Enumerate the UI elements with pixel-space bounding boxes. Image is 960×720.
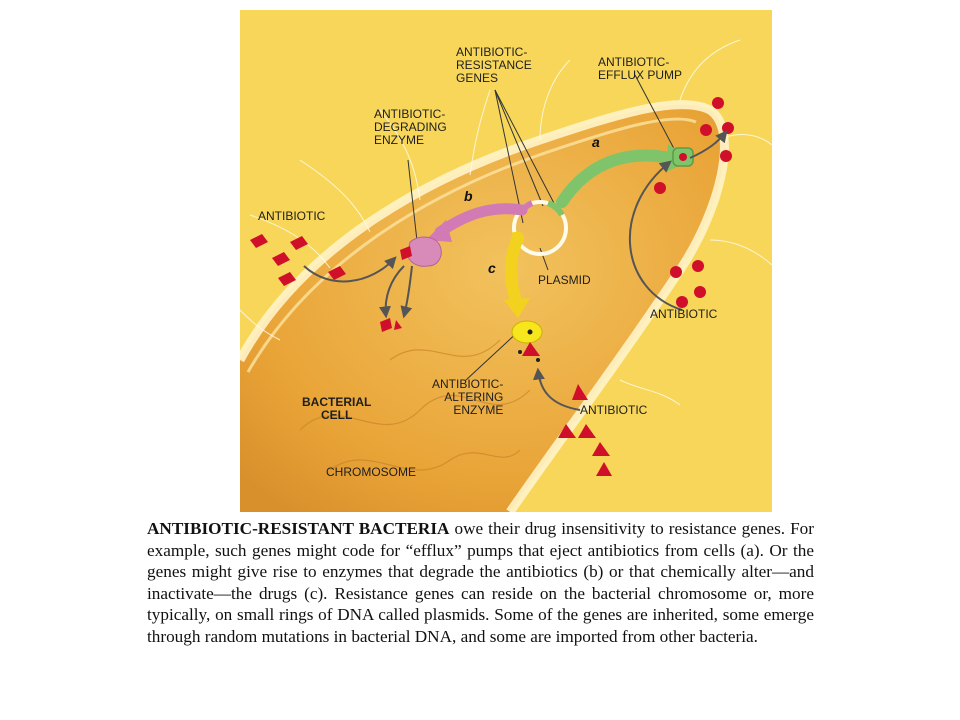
arrow-a — [556, 149, 676, 208]
altering-enzyme-dot — [527, 329, 533, 335]
letter-a: a — [592, 134, 600, 150]
plasmid-gene-a — [546, 200, 565, 217]
pointer-lines — [407, 74, 681, 381]
label-antibiotic-left: ANTIBIOTIC — [258, 209, 326, 223]
bacterial-cell-body — [240, 104, 725, 512]
degrading-antibiotic — [400, 246, 412, 260]
degrading-enzyme-icon — [407, 236, 442, 267]
label-resistance-genes: ANTIBIOTIC- RESISTANCE GENES — [456, 45, 532, 85]
label-altering-enzyme: ANTIBIOTIC- ALTERING ENZYME — [432, 377, 504, 417]
label-bacterial-cell: BACTERIAL CELL — [302, 395, 372, 422]
degraded-fragments — [380, 318, 402, 332]
efflux-antibiotic-dot — [679, 153, 687, 161]
antibiotic-molecules-bottom — [558, 384, 612, 476]
letter-b: b — [464, 188, 473, 204]
pathway-arrows — [303, 130, 728, 411]
arrow-b-head — [426, 220, 452, 242]
plasmid-ring — [512, 200, 568, 256]
label-degrading-enzyme: ANTIBIOTIC- DEGRADING ENZYME — [374, 107, 447, 147]
arrow-c — [505, 232, 524, 308]
label-chromosome: CHROMOSOME — [326, 465, 416, 479]
caption-body: owe their drug insensitivity to resistan… — [147, 519, 814, 646]
altering-enzyme-icon — [511, 320, 543, 344]
cell-membrane-inner — [246, 117, 697, 373]
antibiotic-molecules-left — [250, 234, 346, 286]
diagram-artwork — [240, 39, 772, 512]
label-antibiotic-bottom: ANTIBIOTIC — [580, 403, 648, 417]
arrow-c-head — [504, 298, 530, 318]
caption-lead: ANTIBIOTIC-RESISTANT BACTERIA — [147, 519, 450, 538]
cell-membrane — [240, 100, 729, 512]
label-antibiotic-right: ANTIBIOTIC — [650, 307, 718, 321]
label-efflux-pump: ANTIBIOTIC- EFFLUX PUMP — [598, 55, 683, 82]
altered-antibiotic — [522, 342, 540, 356]
letter-c: c — [488, 260, 496, 276]
antibiotic-molecules-right — [654, 97, 734, 308]
figure-caption: ANTIBIOTIC-RESISTANT BACTERIA owe their … — [147, 518, 814, 648]
diagram-figure: ANTIBIOTIC- RESISTANCE GENES ANTIBIOTIC-… — [240, 10, 772, 512]
label-plasmid: PLASMID — [538, 273, 591, 287]
pili — [240, 39, 772, 406]
chromosome-strands — [299, 339, 531, 471]
